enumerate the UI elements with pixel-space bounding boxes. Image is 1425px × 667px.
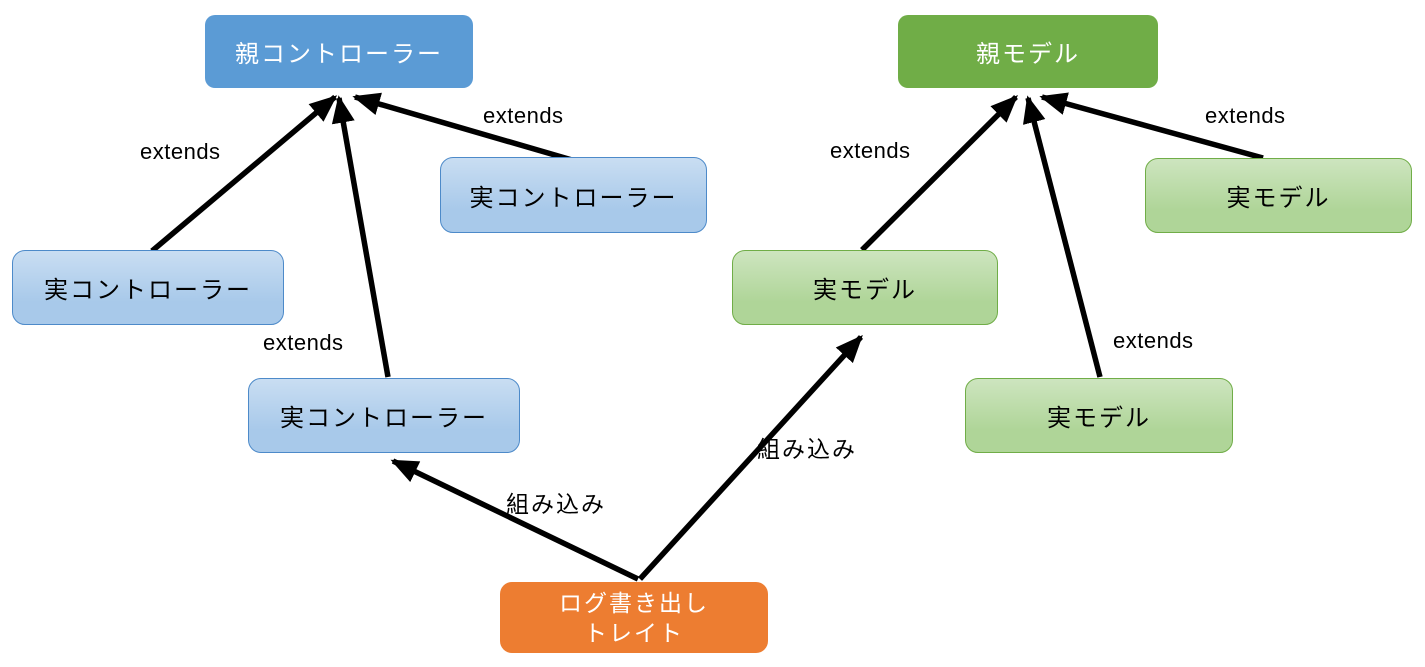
node-concrete-model-far-right: 実モデル	[1145, 158, 1412, 233]
arrow-extends-mid-model	[860, 95, 1018, 252]
arrow-include-controller	[390, 458, 640, 582]
arrow-include-model	[637, 334, 864, 581]
node-log-trait-label-line1: ログ書き出し	[559, 589, 709, 616]
node-parent-controller-label: 親コントローラー	[235, 41, 443, 68]
arrow-extends-lower-mid-controller	[331, 95, 391, 378]
node-log-trait-label-line2: トレイト	[584, 619, 684, 646]
node-parent-model-label: 親モデル	[976, 41, 1080, 68]
node-parent-model: 親モデル	[898, 15, 1158, 88]
node-concrete-controller-left-label: 実コントローラー	[44, 277, 252, 304]
node-concrete-controller-upper-right-label: 実コントローラー	[469, 184, 678, 212]
node-concrete-model-lower-right: 実モデル	[965, 378, 1233, 453]
node-concrete-model-far-right-label: 実モデル	[1226, 185, 1331, 212]
arrow-extends-lower-right-model	[1023, 95, 1103, 378]
node-concrete-controller-lower-mid-label: 実コントローラー	[280, 405, 488, 432]
node-concrete-model-mid: 実モデル	[732, 250, 998, 325]
edge-label-extends-upper-right-controller: extends	[483, 103, 564, 128]
node-concrete-controller-left: 実コントローラー	[12, 250, 284, 325]
node-concrete-model-lower-right-label: 実モデル	[1047, 405, 1151, 432]
arrow-extends-left-controller	[150, 94, 338, 254]
node-concrete-controller-lower-mid: 実コントローラー	[248, 378, 520, 453]
arrow-extends-upper-right-controller	[352, 92, 573, 163]
edge-label-extends-far-right-model: extends	[1205, 103, 1286, 128]
edge-label-extends-lower-right-model: extends	[1113, 328, 1194, 353]
edge-label-extends-mid-model: extends	[830, 138, 911, 163]
node-log-trait: ログ書き出し トレイト	[500, 582, 768, 653]
edge-label-extends-lower-mid-controller: extends	[263, 330, 344, 355]
edge-label-include-controller: 組み込み	[506, 491, 606, 517]
node-parent-controller: 親コントローラー	[205, 15, 473, 88]
node-concrete-controller-upper-right: 実コントローラー	[440, 157, 707, 233]
edge-label-extends-left-controller: extends	[140, 139, 221, 164]
arrow-extends-far-right-model	[1039, 92, 1264, 161]
node-concrete-model-mid-label: 実モデル	[813, 277, 917, 304]
edge-label-include-model: 組み込み	[757, 436, 857, 462]
